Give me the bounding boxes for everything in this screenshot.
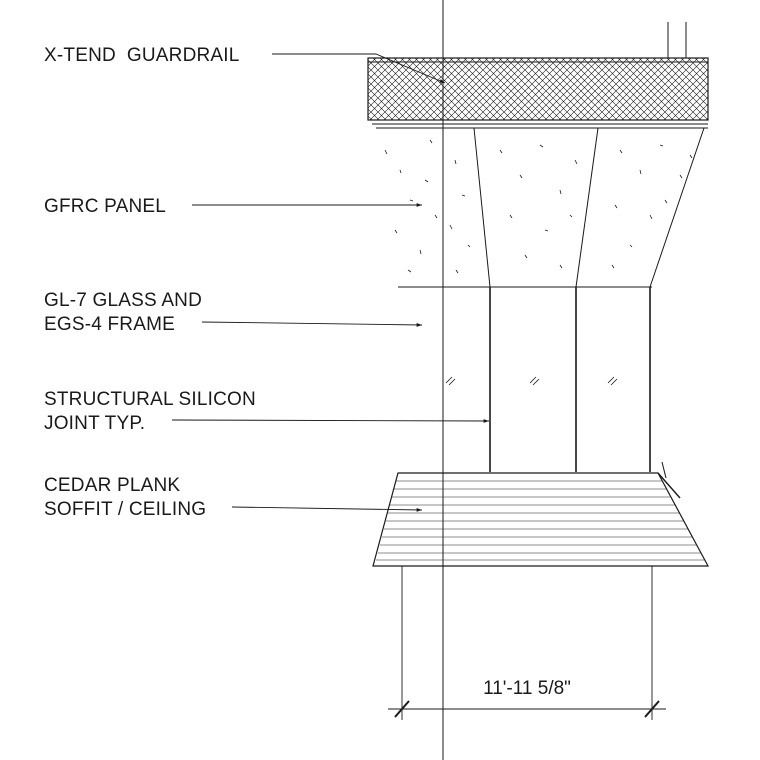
- gfrc-stipple: [384, 139, 693, 274]
- guardrail-hatch: [367, 57, 709, 129]
- glass-frame: [445, 287, 651, 472]
- callout-silicon-line1: STRUCTURAL SILICON: [44, 389, 256, 410]
- callout-gfrc-panel: GFRC PANEL: [44, 196, 166, 217]
- callout-cedar-line1: CEDAR PLANK: [44, 475, 180, 496]
- callout-glass-line1: GL-7 GLASS AND: [44, 290, 202, 311]
- leader-lines: [171, 53, 490, 512]
- glass-glint-marks: [445, 376, 618, 386]
- dimension-label: 11'-11 5/8": [483, 678, 571, 699]
- gfrc-panel: [384, 127, 705, 288]
- guardrail-posts: [667, 22, 687, 58]
- callout-silicon-line2: JOINT TYP.: [44, 413, 145, 434]
- callout-cedar-line2: SOFFIT / CEILING: [44, 499, 206, 520]
- callout-guardrail: X-TEND GUARDRAIL: [44, 45, 240, 66]
- dimension-line: [388, 566, 666, 720]
- cedar-soffit: [372, 461, 710, 567]
- callout-glass-line2: EGS-4 FRAME: [44, 314, 175, 335]
